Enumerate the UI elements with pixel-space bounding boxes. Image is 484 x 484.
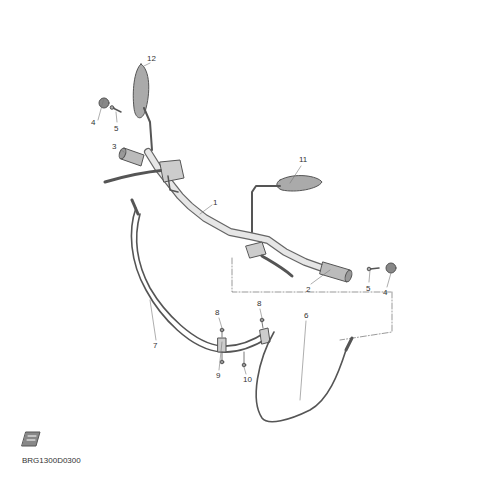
callout-number: 9: [216, 371, 220, 380]
callout-number: 8: [257, 299, 261, 308]
callout-number: 8: [215, 308, 219, 317]
callout-number: 10: [243, 375, 252, 384]
callout-number: 4: [383, 288, 387, 297]
callout-number: 3: [112, 142, 116, 151]
callout-number: 4: [91, 118, 95, 127]
callout-number: 11: [299, 155, 307, 164]
callout-number: 12: [147, 54, 156, 63]
figure-code: BRG1300D0300: [22, 456, 81, 465]
callout-number: 1: [213, 198, 217, 207]
callout-number: 7: [153, 341, 157, 350]
callout-number: 5: [366, 284, 370, 293]
callout-number: 2: [306, 285, 310, 294]
callout-number: 5: [114, 124, 118, 133]
callout-number: 6: [304, 311, 308, 320]
